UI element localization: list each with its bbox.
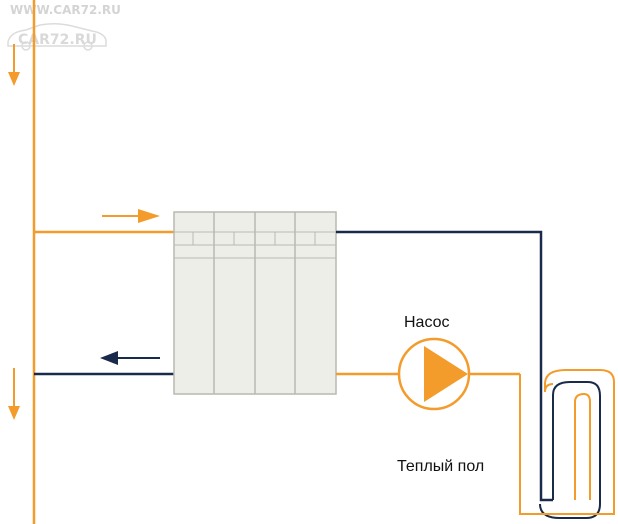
arrow-down-icon (8, 368, 20, 420)
watermark-logo-text: CAR72.RU (18, 32, 97, 48)
floor-loop-outer (519, 369, 615, 515)
floor-loop-join (544, 383, 554, 393)
pump (397, 337, 471, 411)
pump-triangle-icon (424, 346, 468, 402)
radiator-outlet-pipe (336, 230, 553, 502)
floor-loop-inner-hot (574, 392, 591, 500)
floor-loop-inner (539, 381, 601, 519)
floor-label: Теплый пол (397, 458, 484, 475)
radiator (173, 211, 337, 395)
watermark-car-logo-icon (7, 22, 107, 51)
arrow-left-icon (100, 351, 160, 365)
pump-label: Насос (404, 314, 450, 331)
watermark-url: WWW.CAR72.RU (10, 3, 121, 17)
arrow-right-icon (102, 209, 160, 223)
arrow-down-icon (8, 44, 20, 86)
watermark: WWW.CAR72.RU CAR72.RU (7, 3, 121, 51)
